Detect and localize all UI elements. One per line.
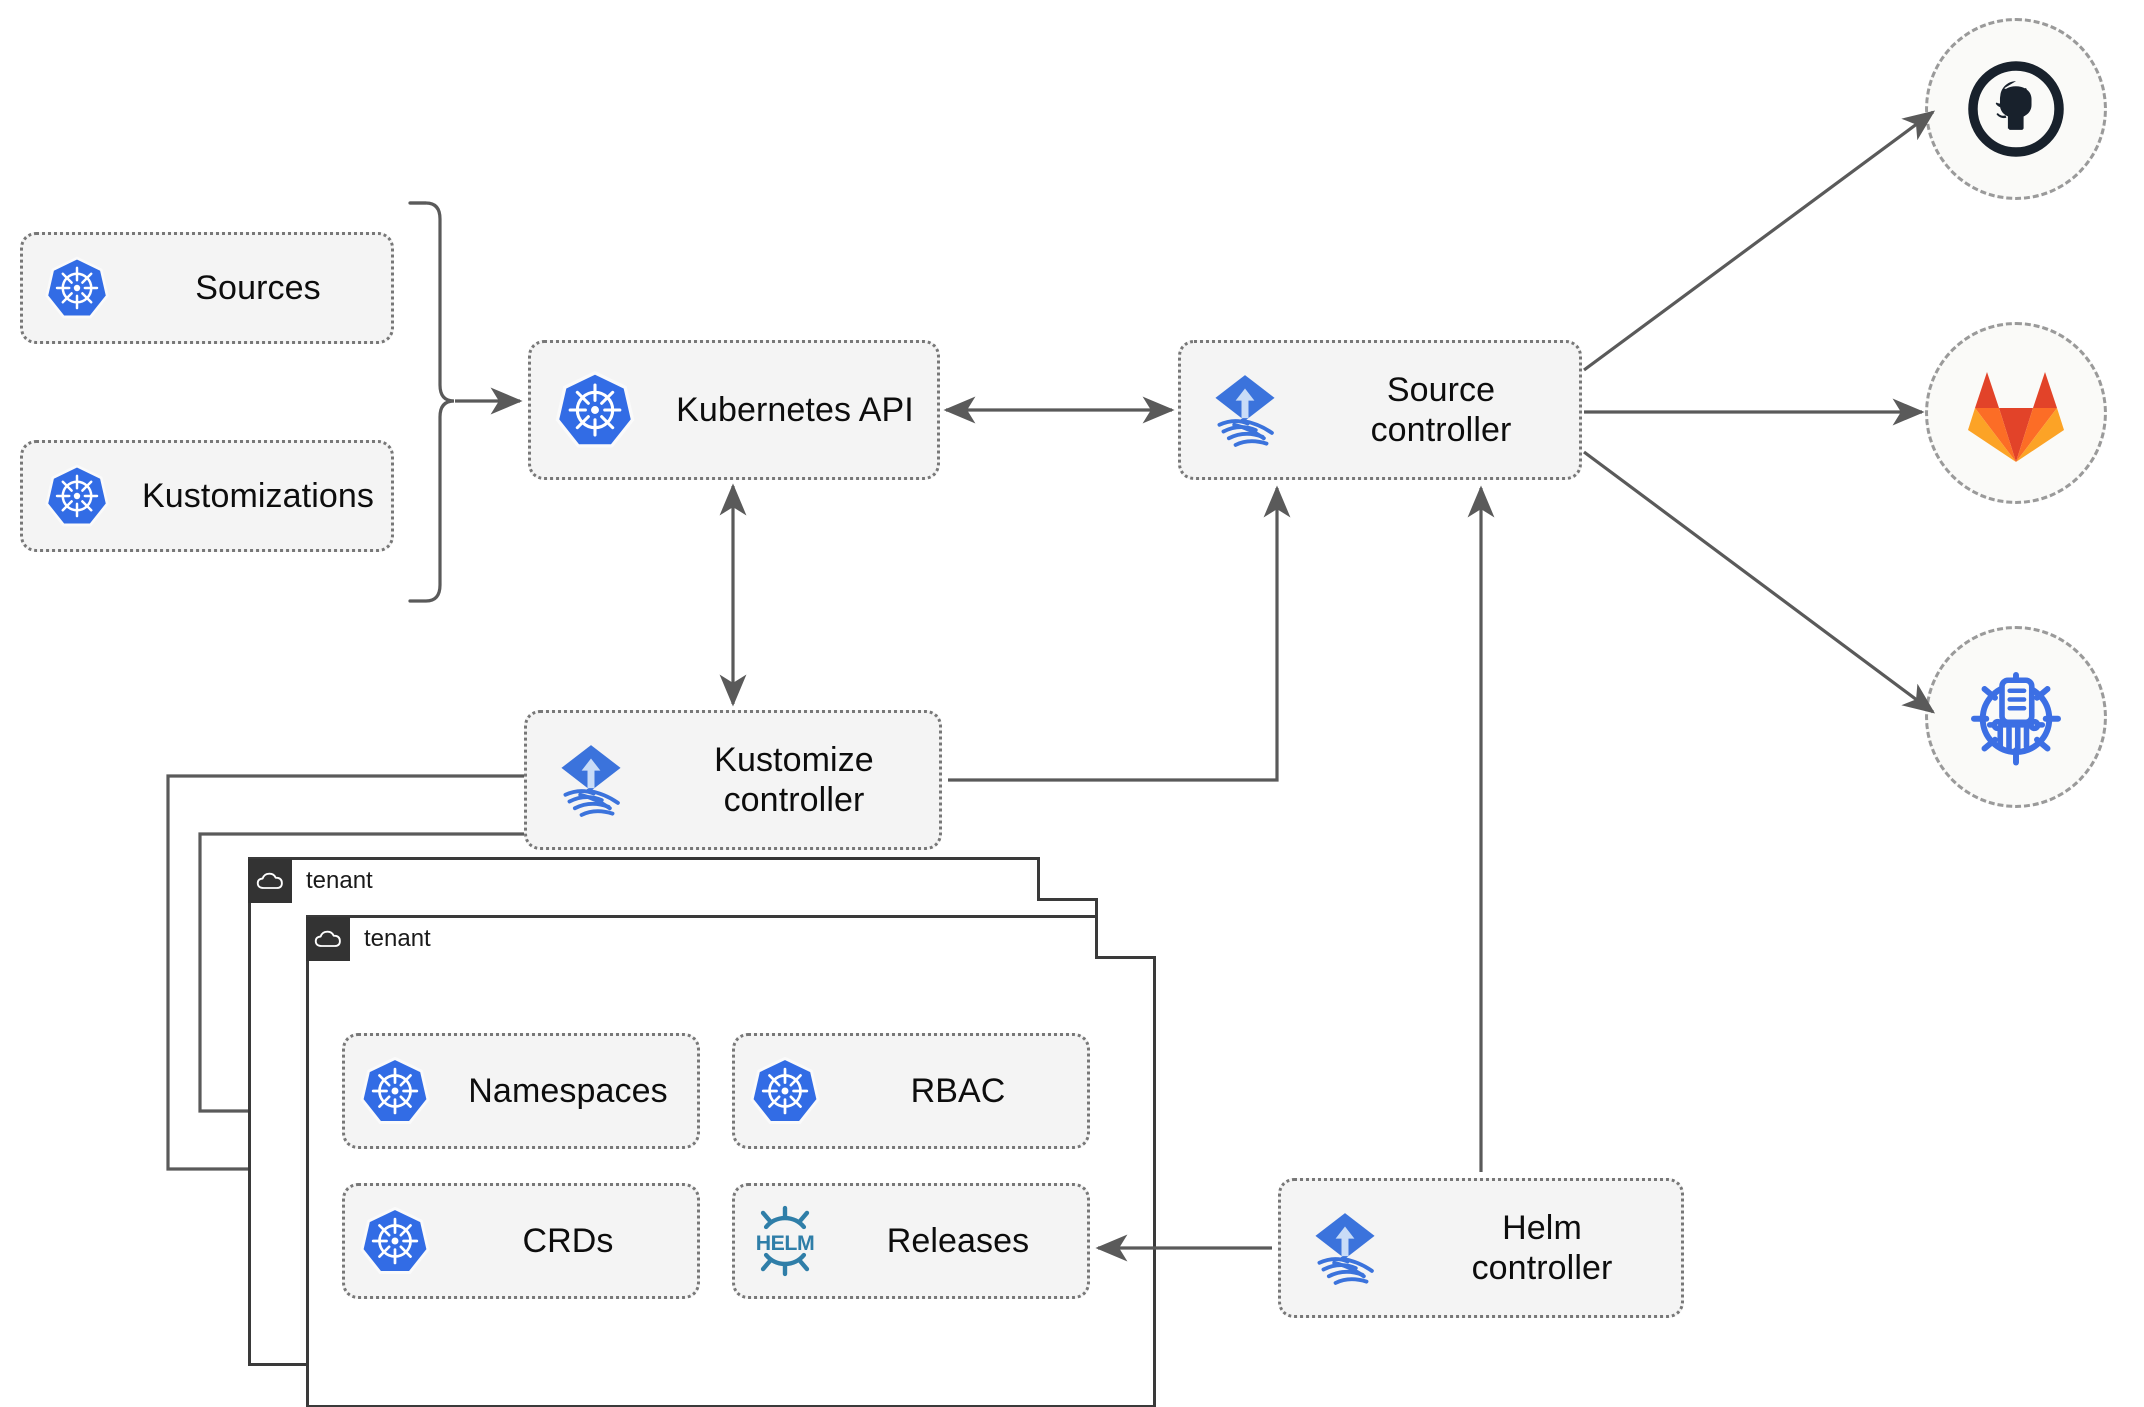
node-label: Releases <box>886 1221 1030 1260</box>
node-label: CRDs <box>522 1221 614 1260</box>
provider-helm-repository[interactable] <box>1925 626 2107 808</box>
node-source-controller[interactable]: Source controller <box>1178 340 1582 480</box>
node-helm-controller[interactable]: Helm controller <box>1278 1178 1684 1318</box>
kubernetes-icon <box>531 369 659 451</box>
flux-icon <box>1281 1205 1409 1291</box>
sources-group-brace <box>408 201 455 603</box>
tenant-container-inner[interactable]: tenant <box>306 915 1156 1407</box>
node-crds[interactable]: CRDs <box>342 1183 700 1299</box>
flux-icon <box>1181 367 1309 453</box>
node-namespaces[interactable]: Namespaces <box>342 1033 700 1149</box>
kubernetes-icon <box>345 1205 445 1277</box>
helm-icon: HELM <box>735 1202 835 1280</box>
node-label: Kustomizations <box>142 476 374 515</box>
tenant-label: tenant <box>306 866 373 894</box>
github-icon <box>1968 61 2064 157</box>
tenant-tab-inner[interactable]: tenant <box>306 915 1098 961</box>
node-label: Sources <box>195 268 321 307</box>
provider-gitlab[interactable] <box>1925 322 2107 504</box>
helm-repository-icon <box>1971 672 2061 766</box>
node-kustomize-controller[interactable]: Kustomize controller <box>524 710 942 850</box>
node-kustomizations[interactable]: Kustomizations <box>20 440 394 552</box>
kubernetes-icon <box>23 255 131 321</box>
node-label: Kubernetes API <box>676 390 914 429</box>
tenant-label: tenant <box>364 924 431 952</box>
wire-kustomize-to-source-controller <box>948 485 1291 782</box>
flux-icon <box>527 737 655 823</box>
node-label: Source controller <box>1370 370 1512 449</box>
node-label: Helm controller <box>1471 1208 1613 1287</box>
provider-github[interactable] <box>1925 18 2107 200</box>
node-rbac[interactable]: RBAC <box>732 1033 1090 1149</box>
tenant-tab-outer[interactable]: tenant <box>248 857 1040 903</box>
node-sources[interactable]: Sources <box>20 232 394 344</box>
kubernetes-icon <box>735 1055 835 1127</box>
wire-source-to-github <box>1583 110 1936 372</box>
svg-text:HELM: HELM <box>756 1231 814 1255</box>
kubernetes-icon <box>23 463 131 529</box>
kubernetes-icon <box>345 1055 445 1127</box>
gitlab-icon <box>1968 372 2064 462</box>
cloud-icon <box>248 858 292 903</box>
node-label: Kustomize controller <box>714 740 874 819</box>
node-releases[interactable]: HELM Releases <box>732 1183 1090 1299</box>
node-label: RBAC <box>910 1071 1006 1110</box>
wire-source-to-helm-repository <box>1583 450 1936 714</box>
node-label: Namespaces <box>468 1071 668 1110</box>
node-kubernetes-api[interactable]: Kubernetes API <box>528 340 940 480</box>
cloud-icon <box>306 916 350 961</box>
